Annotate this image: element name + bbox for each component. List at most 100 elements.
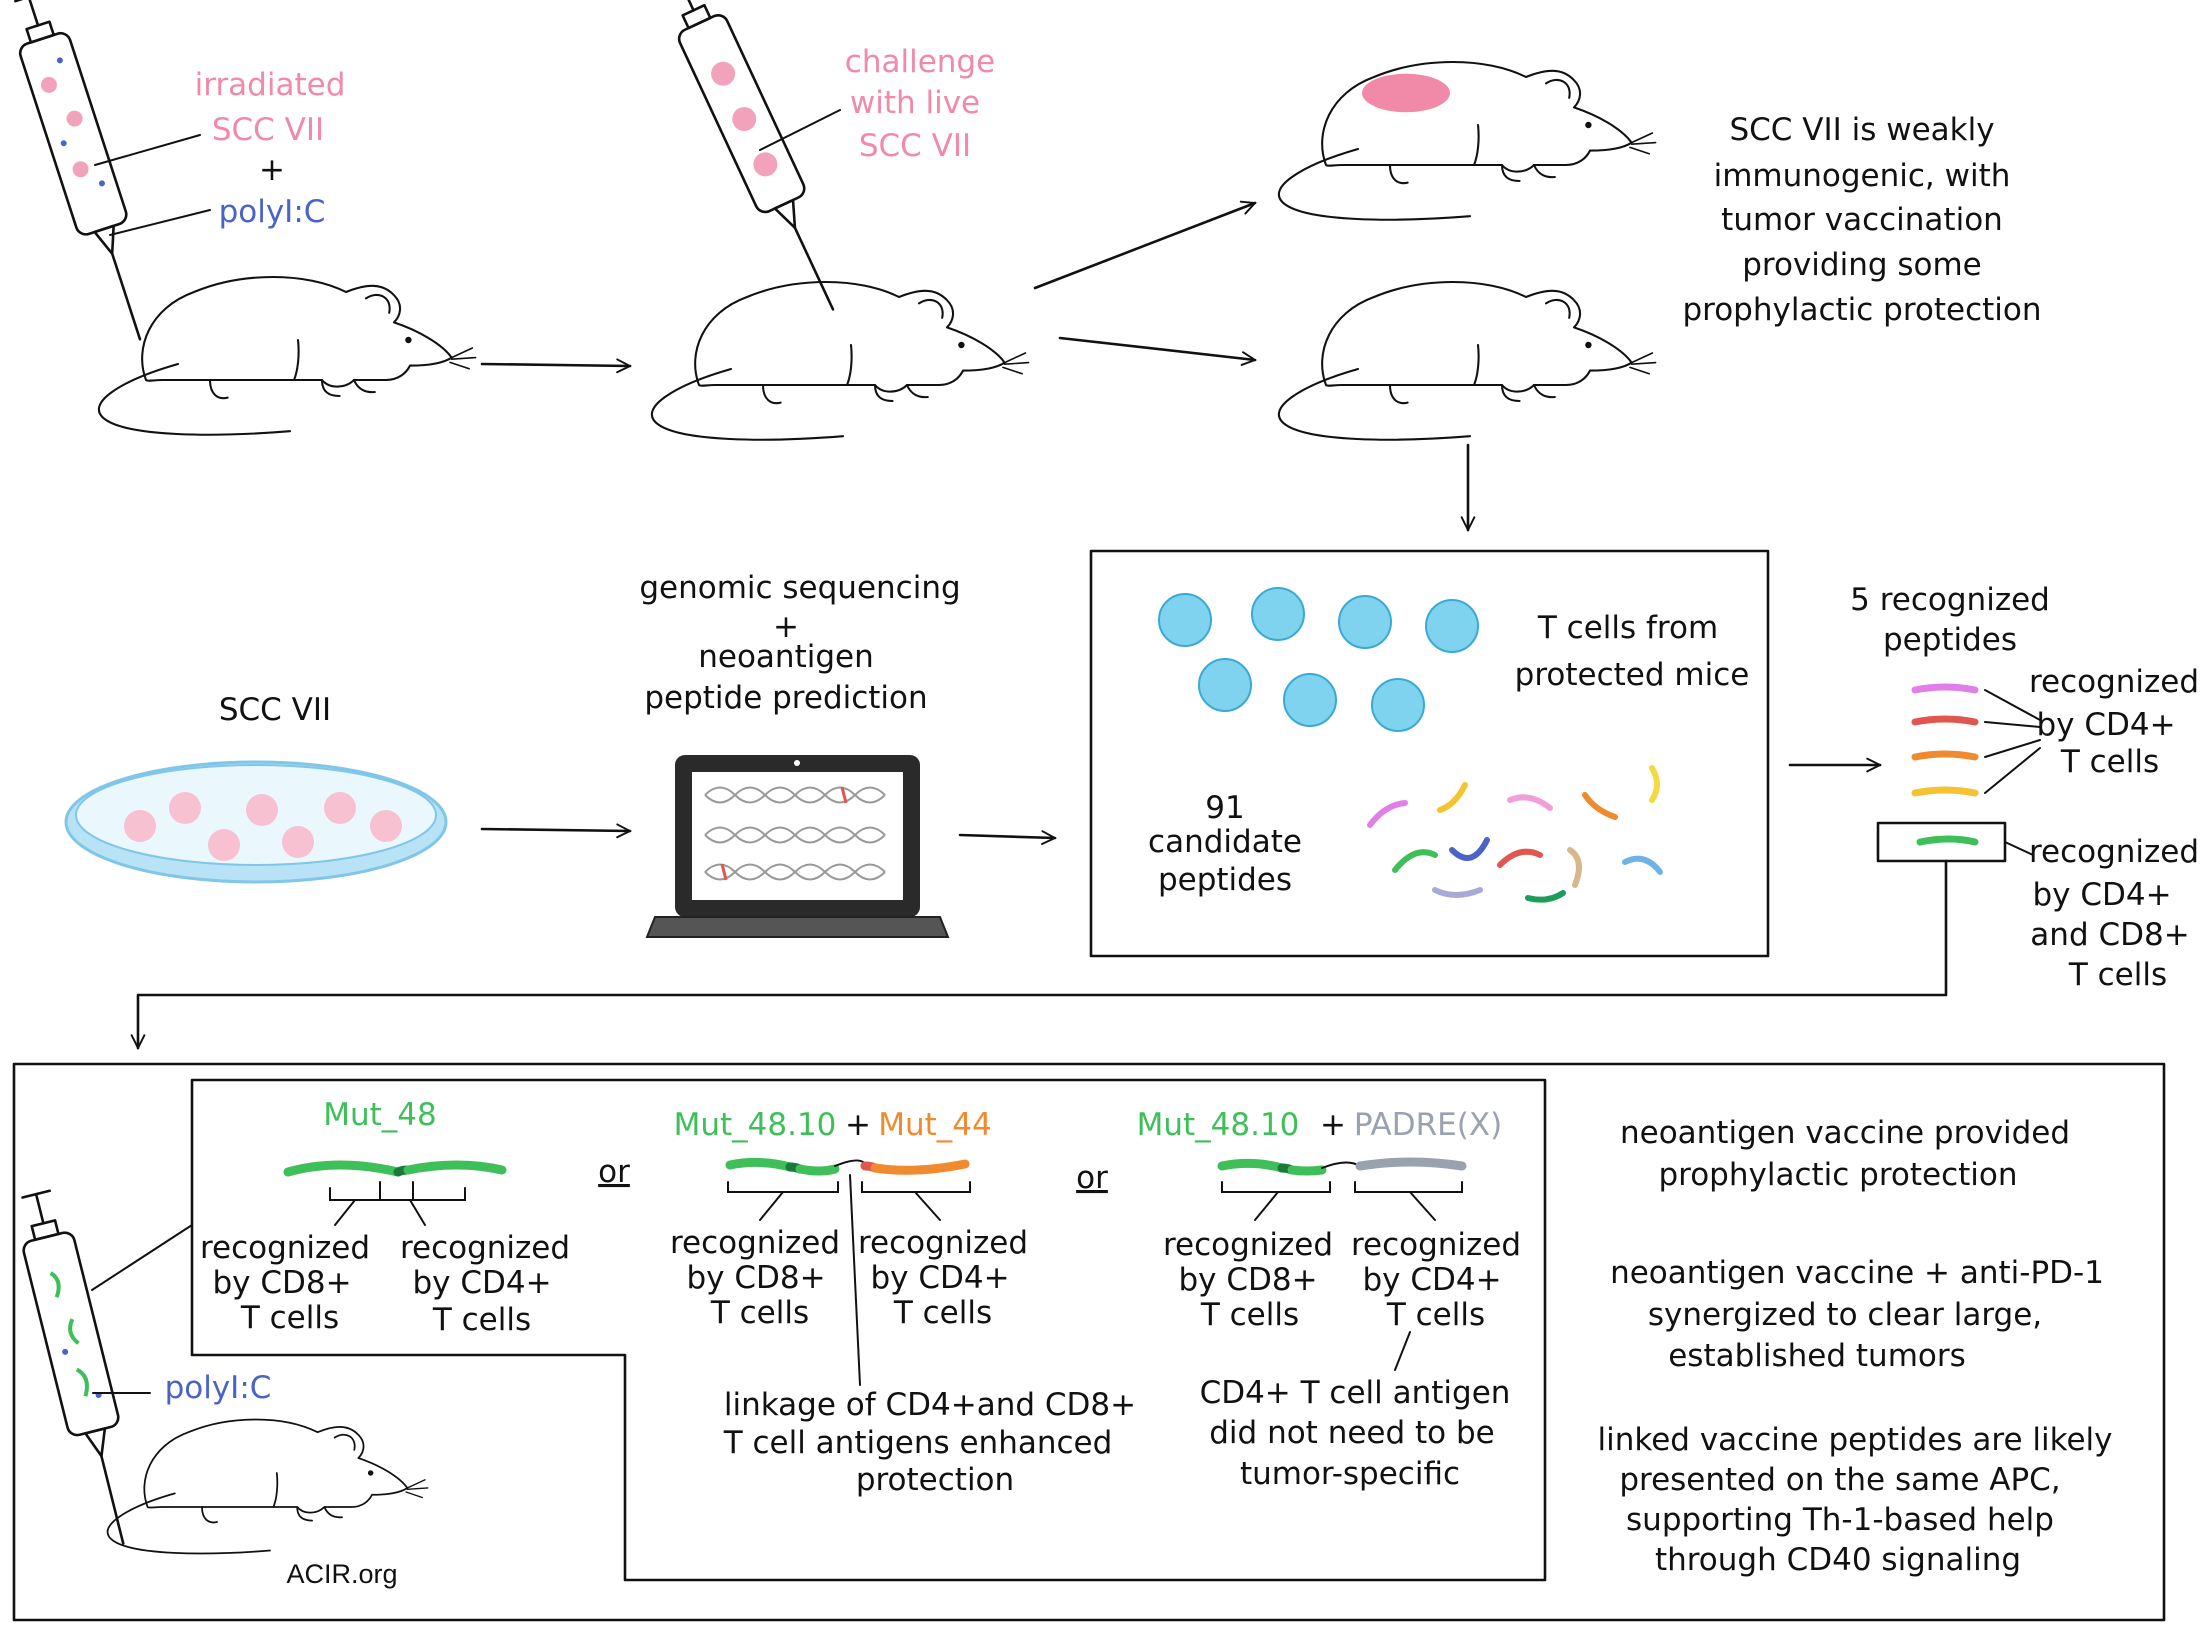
tcell-icons [1158, 587, 1479, 732]
both-line: T cells [2068, 957, 2167, 993]
mouse-icon [97, 275, 477, 436]
tcells-line: protected mice [1515, 657, 1750, 693]
conclusion-line: through CD40 signaling [1655, 1542, 2021, 1578]
v2-note-line: linkage of CD4+and CD8+ [724, 1387, 1136, 1423]
conclusion-line: prophylactic protection [1658, 1157, 2017, 1193]
v2-title-a: Mut_48.10 [674, 1107, 837, 1143]
v3-title-b: PADRE(X) [1354, 1107, 1502, 1143]
conclusion-line: established tumors [1668, 1338, 1966, 1374]
vaccine-syringe-icon [9, 1186, 150, 1552]
sequencing-line: neoantigen [698, 639, 874, 675]
petri-dish-icon [64, 760, 448, 884]
mouse-icon [650, 280, 1030, 441]
arrow-laptop-to-screen [958, 835, 1055, 838]
v2-right-line: T cells [893, 1295, 992, 1331]
connector-to-vaccine [138, 859, 1948, 1048]
cd4-recognized-text: recognized by CD4+ T cells [2029, 664, 2199, 780]
dish-label: SCC VII [219, 692, 331, 728]
conclusions-text: neoantigen vaccine provided prophylactic… [1598, 1115, 2113, 1578]
step1-line2: SCC VII [212, 112, 324, 148]
outcome-line: providing some [1742, 247, 1982, 283]
both-line: recognized [2029, 834, 2199, 870]
v1-title: Mut_48 [323, 1097, 437, 1133]
candidates-line: candidate [1148, 824, 1302, 860]
step1-line1: irradiated [195, 67, 346, 103]
conclusion-line: neoantigen vaccine provided [1620, 1115, 2070, 1151]
v3-plus: + [1320, 1107, 1346, 1143]
cd4-line: by CD4+ [2036, 707, 2175, 743]
credit-text: ACIR.org [286, 1559, 397, 1589]
v3-left-line: T cells [1200, 1297, 1299, 1333]
v1-left-line: by CD8+ [212, 1265, 351, 1301]
recognized-header-line: 5 recognized [1850, 582, 2050, 618]
v1-peptide-icon [283, 1160, 507, 1177]
candidate-peptide-icons [1367, 765, 1663, 903]
v1-right-line: T cells [432, 1302, 531, 1338]
vaccine-outer-box [12, 1062, 2166, 1622]
v2-right-line: by CD4+ [870, 1260, 1009, 1296]
v1-right-line: by CD4+ [412, 1265, 551, 1301]
step1-plus: + [259, 152, 285, 188]
sequencing-text: genomic sequencing + neoantigen peptide … [639, 570, 960, 716]
both-recognized-text: recognized by CD4+ and CD8+ T cells [2029, 834, 2199, 993]
v3-title-a: Mut_48.10 [1137, 1107, 1300, 1143]
v2-right-line: recognized [858, 1225, 1028, 1261]
step1-line3: polyI:C [219, 194, 326, 230]
protected-mouse-icon [1277, 280, 1657, 441]
v3-left-line: by CD8+ [1178, 1262, 1317, 1298]
vaccine-mouse-icon [106, 1418, 429, 1555]
or-separator: or [598, 1154, 630, 1190]
vaccine-inner-box [190, 1078, 1547, 1582]
conclusion-line: synergized to clear large, [1648, 1297, 2042, 1333]
cd4-line: recognized [2029, 664, 2199, 700]
candidates-line: 91 [1205, 790, 1244, 826]
screening-box [1089, 549, 1770, 958]
candidates-line: peptides [1158, 862, 1292, 898]
step2-line3: SCC VII [859, 128, 971, 164]
v3-note-line: CD4+ T cell antigen [1200, 1375, 1511, 1411]
v1-left-line: recognized [200, 1230, 370, 1266]
both-line: and CD8+ [2030, 917, 2189, 953]
v3-right-line: by CD4+ [1362, 1262, 1501, 1298]
cd4-line: T cells [2060, 744, 2159, 780]
v3-peptide-icon [1217, 1157, 1467, 1176]
v2-plus: + [845, 1107, 871, 1143]
v1-right-line: recognized [400, 1230, 570, 1266]
conclusion-line: neoantigen vaccine + anti-PD-1 [1610, 1255, 2104, 1291]
conclusion-line: presented on the same APC, [1619, 1462, 2060, 1498]
arrow-step1-to-step2 [480, 364, 630, 366]
conclusion-line: linked vaccine peptides are likely [1598, 1422, 2113, 1458]
outcome-line: SCC VII is weakly [1729, 112, 1994, 148]
outcome-text: SCC VII is weakly immunogenic, with tumo… [1682, 112, 2041, 328]
v3-note-line: tumor-specific [1240, 1456, 1460, 1492]
step2-line2: with live [850, 85, 980, 121]
recognized-peptide-icons [1911, 683, 1979, 846]
v2-left-line: T cells [710, 1295, 809, 1331]
or-separator: or [1076, 1160, 1108, 1196]
v2-left-line: recognized [670, 1225, 840, 1261]
v3-left-line: recognized [1163, 1227, 1333, 1263]
sequencing-line: peptide prediction [644, 680, 927, 716]
v2-title-b: Mut_44 [878, 1107, 992, 1143]
arrow-to-tumor-mouse [1033, 203, 1255, 290]
outcome-line: prophylactic protection [1682, 292, 2041, 328]
v3-right-line: T cells [1386, 1297, 1485, 1333]
v1-left-line: T cells [240, 1300, 339, 1336]
step2-line1: challenge [845, 44, 995, 80]
both-line: by CD4+ [2032, 877, 2171, 913]
outcome-line: tumor vaccination [1721, 202, 2003, 238]
v2-peptide-icon [725, 1157, 970, 1176]
laptop-icon [645, 755, 950, 938]
outcome-line: immunogenic, with [1714, 158, 2011, 194]
conclusion-line: supporting Th-1-based help [1626, 1502, 2054, 1538]
v3-note-line: did not need to be [1209, 1415, 1495, 1451]
v2-note-line: protection [856, 1462, 1014, 1498]
tumor-mouse-icon [1277, 60, 1657, 221]
v3-right-line: recognized [1351, 1227, 1521, 1263]
step2-syringe-icon [655, 0, 858, 322]
tcells-line: T cells from [1537, 610, 1718, 646]
arrow-dish-to-laptop [480, 829, 630, 831]
arrow-to-protected-mouse [1058, 336, 1255, 360]
